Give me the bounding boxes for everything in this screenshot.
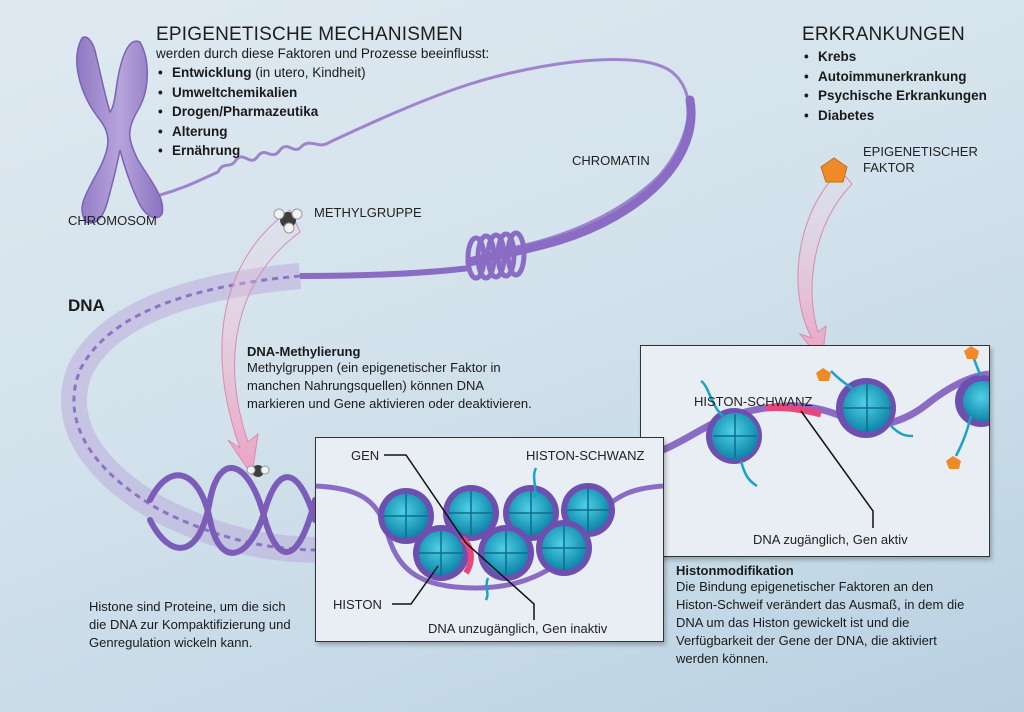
methyl-group-on-dna-icon (246, 465, 270, 477)
panel-gene-active: HISTON-SCHWANZ DNA zugänglich, Gen aktiv (640, 345, 990, 557)
epigenetic-mechanisms-title: EPIGENETISCHE MECHANISMEN (156, 24, 463, 45)
inactive-chromatin-graphic (316, 454, 663, 620)
disease-item: Autoimmunerkrankung (802, 67, 987, 87)
methyl-group-label: METHYLGRUPPE (314, 205, 422, 220)
histone-note: Histone sind Proteine, um die sich die D… (89, 599, 291, 650)
histone-icon (706, 408, 762, 464)
disease-list: Krebs Autoimmunerkrankung Psychische Erk… (802, 47, 987, 125)
histone-icon (955, 375, 989, 427)
disease-item: Psychische Erkrankungen (802, 86, 987, 106)
epigenetic-factor-label: EPIGENETISCHER FAKTOR (863, 144, 978, 175)
epigenetic-mechanisms-block: EPIGENETISCHE MECHANISMEN werden durch d… (156, 24, 489, 161)
histone-label: HISTON (333, 597, 382, 612)
dna-label: DNA (68, 296, 105, 315)
diseases-title: ERKRANKUNGEN (802, 24, 965, 45)
epigenetic-mechanisms-subtitle: werden durch diese Faktoren und Prozesse… (156, 46, 490, 61)
gene-inactive-status: DNA unzugänglich, Gen inaktiv (428, 621, 608, 636)
disease-item: Diabetes (802, 106, 987, 126)
factor-item: Alterung (156, 122, 489, 142)
panel-gene-inactive: GEN HISTON-SCHWANZ HISTON DNA unzugängli… (315, 437, 664, 642)
methyl-group-icon (273, 208, 303, 234)
histone-tail-label-inactive: HISTON-SCHWANZ (526, 448, 645, 463)
dna-methylation-caption: DNA-Methylierung Methylgruppen (ein epig… (247, 344, 532, 411)
histone-cluster (378, 483, 615, 581)
histone-modification-caption: Histonmodifikation Die Bindung epigeneti… (676, 563, 965, 666)
gene-label: GEN (351, 448, 380, 463)
epigenetic-factor-icon (820, 157, 848, 183)
diseases-block: ERKRANKUNGEN Krebs Autoimmunerkrankung P… (802, 24, 987, 125)
dna-methylation-title: DNA-Methylierung (247, 344, 361, 359)
chromosome-label: CHROMOSOM (68, 213, 157, 228)
histone-modification-title: Histonmodifikation (676, 563, 794, 578)
active-chromatin-graphic (641, 346, 989, 528)
chromosome-graphic (76, 36, 164, 224)
gene-active-status: DNA zugänglich, Gen aktiv (753, 532, 908, 547)
factor-list: Entwicklung (in utero, Kindheit) Umweltc… (156, 63, 489, 161)
disease-item: Krebs (802, 47, 987, 67)
factor-item: Drogen/Pharmazeutika (156, 102, 489, 122)
factor-item: Ernährung (156, 141, 489, 161)
histone-icon (836, 378, 896, 438)
factor-item: Umweltchemikalien (156, 83, 489, 103)
chromatin-label: CHROMATIN (572, 153, 650, 168)
factor-item: Entwicklung (in utero, Kindheit) (156, 63, 489, 83)
histone-tail-label-active: HISTON-SCHWANZ (694, 394, 813, 409)
